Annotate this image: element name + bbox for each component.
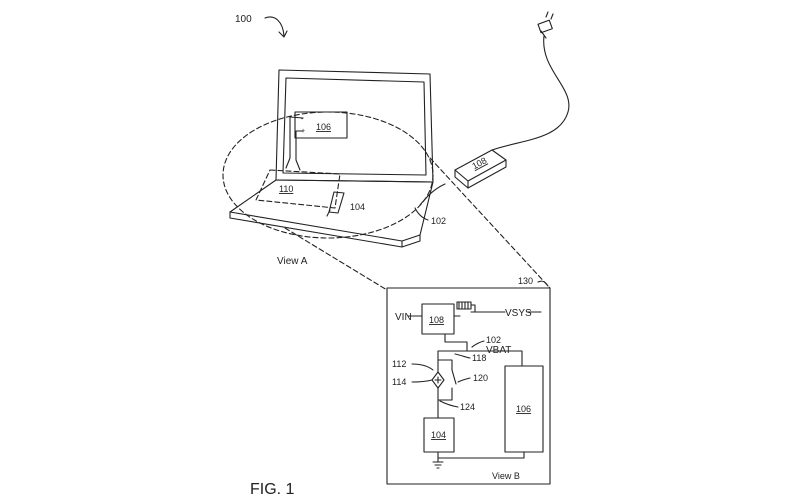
view-b-caption: View B bbox=[492, 471, 520, 481]
ref-118-label: 118 bbox=[472, 353, 486, 363]
vin-label: VIN bbox=[395, 312, 412, 323]
svg-text:-: - bbox=[301, 116, 304, 123]
charger-label-a: 108 bbox=[470, 155, 488, 171]
ref-130-label: 130 bbox=[518, 276, 533, 286]
view-a-caption: View A bbox=[277, 256, 308, 267]
vsys-label: VSYS bbox=[505, 308, 532, 319]
vbat-label: VBAT bbox=[486, 345, 511, 356]
board-outline bbox=[255, 169, 341, 209]
ref-130-leader bbox=[537, 280, 549, 287]
display-wire-2 bbox=[295, 130, 304, 171]
display-wire bbox=[285, 116, 304, 169]
charger-label-b: 108 bbox=[429, 315, 444, 325]
cable-102 bbox=[419, 183, 446, 206]
component-104 bbox=[328, 191, 345, 214]
view-b-frame bbox=[386, 287, 551, 485]
ref-100-label: 100 bbox=[235, 14, 252, 25]
component-label: 104 bbox=[350, 202, 365, 212]
laptop-lid bbox=[275, 69, 434, 183]
battery-label: 106 bbox=[516, 404, 531, 414]
component-104-lead bbox=[326, 209, 331, 217]
plug bbox=[537, 11, 554, 39]
board-label: 110 bbox=[279, 184, 293, 194]
ref-112-label: 112 bbox=[392, 359, 406, 369]
ref-100-arrowhead bbox=[278, 30, 288, 38]
ac-cord bbox=[491, 35, 570, 151]
load-label: 104 bbox=[431, 430, 446, 440]
ref-124-label: 124 bbox=[460, 402, 475, 412]
ref-114-label: 114 bbox=[392, 377, 406, 387]
cable-label: 102 bbox=[431, 216, 446, 226]
ref-102-label: 102 bbox=[486, 335, 501, 345]
projection-line-right bbox=[429, 157, 551, 289]
ref-120-label: 120 bbox=[473, 373, 488, 383]
charger-brick bbox=[454, 149, 507, 189]
view-a-ellipse bbox=[222, 111, 434, 239]
display-battery-label: 106 bbox=[316, 122, 331, 132]
projection-line-left bbox=[284, 227, 388, 291]
figure-caption: FIG. 1 bbox=[250, 481, 295, 498]
schematic bbox=[407, 301, 544, 469]
ref-100-arrow bbox=[264, 16, 285, 37]
